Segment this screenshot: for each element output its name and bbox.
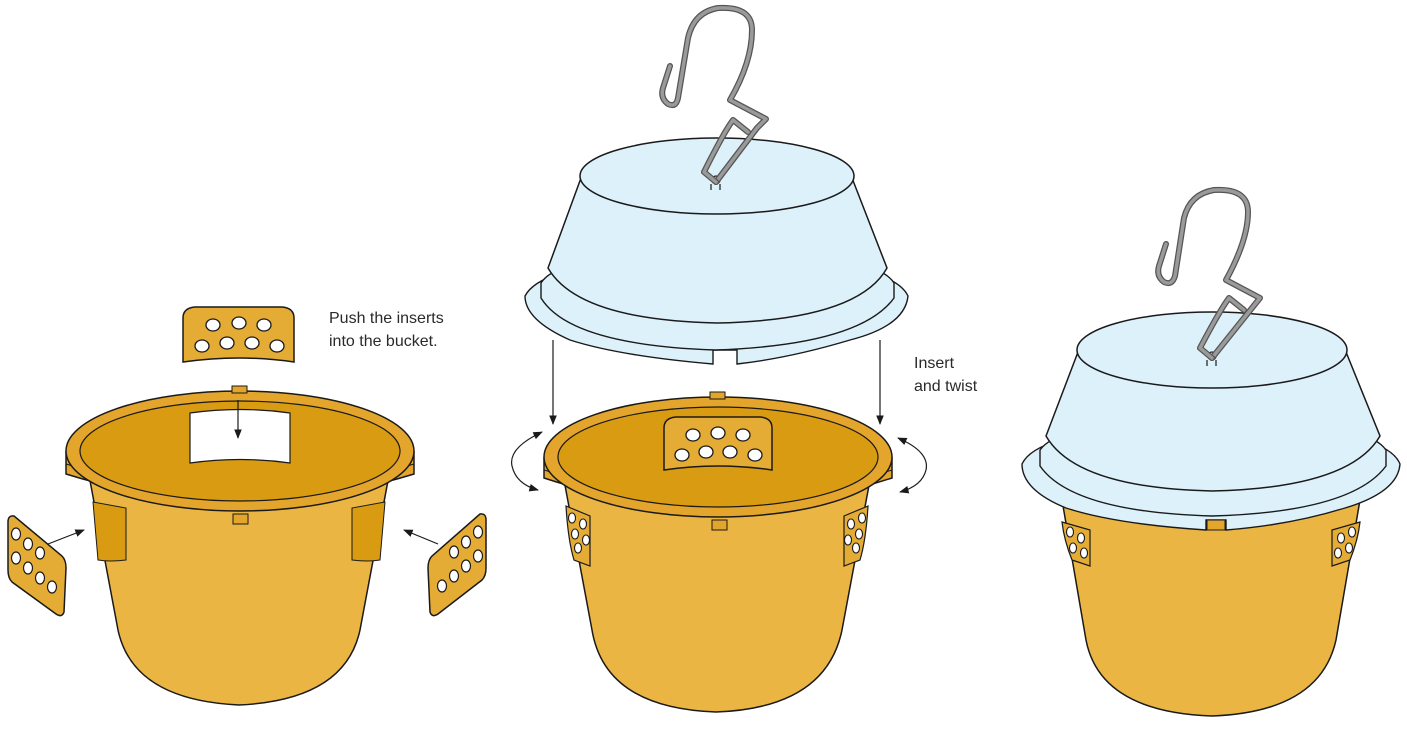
insert-plate-icon: [1062, 522, 1090, 566]
lid-2: [525, 138, 908, 364]
twist-arrow-icon: [512, 432, 542, 490]
bucket-3: [1062, 500, 1360, 716]
step1-caption: Push the inserts into the bucket.: [329, 307, 444, 353]
step1-caption-line1: Push the inserts: [329, 307, 444, 330]
insert-plate-icon: [566, 506, 590, 566]
bucket-1: [66, 386, 414, 705]
insert-plate-icon: [8, 516, 66, 616]
insert-plate-icon: [844, 506, 868, 566]
twist-arrow-icon: [898, 438, 926, 492]
insert-plate-icon: [183, 307, 294, 362]
insert-plate-icon: [428, 514, 486, 616]
step1-caption-line2: into the bucket.: [329, 330, 444, 353]
step2-caption-line1: Insert: [914, 352, 977, 375]
insert-plate-icon: [664, 417, 772, 470]
push-arrow-icon: [48, 530, 84, 544]
push-arrow-icon: [404, 530, 438, 544]
step2-caption-line2: and twist: [914, 375, 977, 398]
insert-plate-icon: [1332, 522, 1360, 566]
step2-caption: Insert and twist: [914, 352, 977, 398]
lid-3: [1022, 312, 1400, 530]
